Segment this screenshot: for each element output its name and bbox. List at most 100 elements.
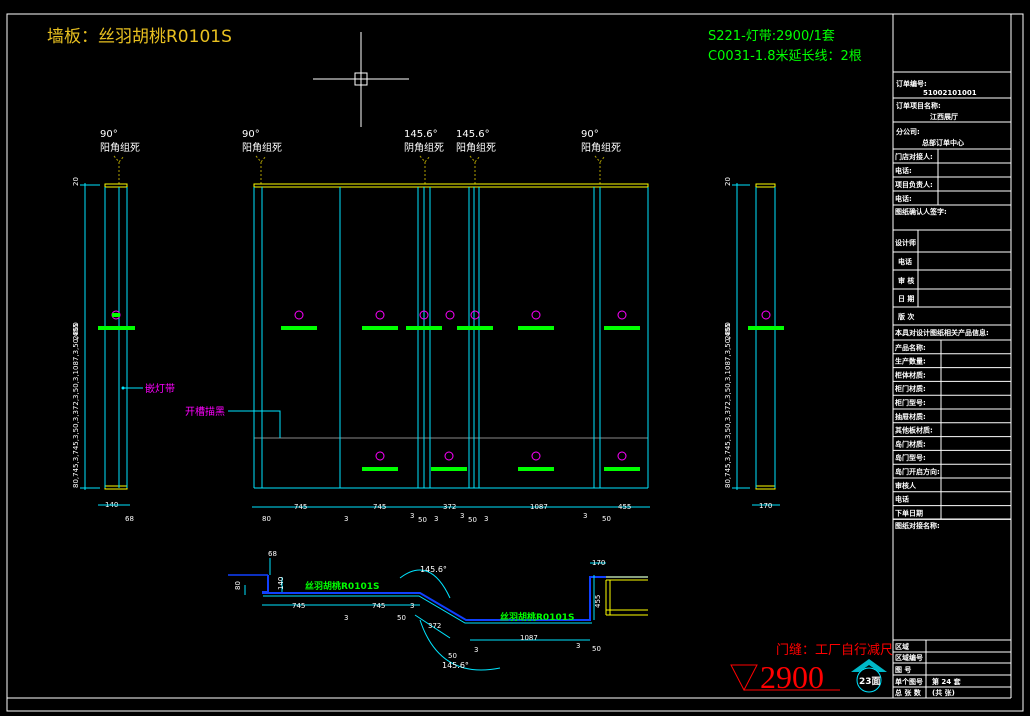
corner-label: 阳角组死 [100, 141, 140, 154]
dim-value: 1087 [530, 503, 548, 511]
tb-label: 审 核 [898, 276, 914, 285]
dim-value: 372 [428, 622, 441, 630]
tb-label: 设计师 [895, 238, 916, 247]
tb-label: 订单项目名称: [896, 101, 941, 110]
tb-product-label: 岛门开启方向: [895, 467, 940, 476]
dim-left-panel-depth: 68 [125, 515, 134, 523]
callout-light-strip: 嵌灯带 [145, 383, 175, 395]
corner-label: 阴角组死 [404, 141, 444, 154]
dim-value: 3 [410, 602, 414, 610]
dim-value: 3 [410, 512, 414, 520]
tb-product-label: 岛门材质: [895, 439, 926, 448]
dim-value: 80 [262, 515, 271, 523]
tb-product-label: 抽屉材质: [895, 412, 926, 421]
tb-order-no: 51002101001 [923, 89, 977, 97]
tb-label: 门店对接人: [895, 152, 933, 161]
outer-frame [6, 13, 1024, 712]
dim-value: 745 [294, 503, 307, 511]
tb-label: 图纸确认人签字: [895, 207, 947, 216]
left-side-elevation[interactable] [80, 183, 143, 490]
dim-value: 50 [602, 515, 611, 523]
corner-angle: 90° [100, 129, 118, 140]
tb-label: 区域 [895, 642, 909, 651]
tb-label: 订单编号: [896, 79, 927, 88]
tb-product-label: 柜体材质: [894, 370, 926, 379]
tb-label: 本具对设计图纸相关产品信息: [894, 328, 989, 337]
dim-value: 745 [373, 503, 386, 511]
face-marker-icon[interactable] [851, 659, 887, 693]
tb-label: 项目负责人: [895, 180, 933, 189]
tb-label: 图纸对接名称: [895, 521, 940, 530]
corner-angle: 145.6° [404, 129, 438, 140]
door-gap-note: 门缝：工厂自行减尺 [776, 643, 893, 658]
right-side-elevation[interactable] [732, 183, 784, 506]
corner-angle: 90° [581, 129, 599, 140]
dim-value: 50 [592, 645, 601, 653]
tb-label: 区域编号 [895, 653, 923, 662]
dim-value: 140 [277, 577, 285, 590]
drawing-title: 墙板：丝羽胡桃R0101S [47, 27, 232, 47]
dim-right-panel: 170 [759, 502, 772, 510]
note-extension-cord: C0031-1.8米延长线：2根 [708, 49, 862, 64]
tb-sheet-no: 第 24 套 [932, 677, 962, 686]
dim-value: 50 [468, 516, 477, 524]
tb-total: (共 张) [932, 688, 955, 697]
dim-value: 3 [474, 646, 478, 654]
plan-material-label: 丝羽胡桃R0101S [500, 611, 574, 623]
tb-product-label: 其他板材质: [895, 426, 933, 435]
plan-dimensions: 68 140 80 745 745 3 3 50 372 50 3 1087 3… [234, 550, 605, 670]
tb-project: 江西展厅 [930, 112, 958, 121]
tb-label: 日 期 [898, 294, 914, 303]
tb-label: 版 次 [898, 312, 914, 321]
tb-branch: 总部订单中心 [922, 138, 964, 147]
tb-label: 分公司: [896, 127, 920, 136]
angle-value: 145.6° [442, 661, 469, 670]
dim-value: 3 [484, 515, 488, 523]
crosshair-cursor-icon [313, 32, 409, 127]
dim-value: 3 [434, 515, 438, 523]
title-block-text: 订单编号: 51002101001 订单项目名称: 江西展厅 分公司: 总部订单… [894, 79, 989, 337]
level-value: 2900 [760, 659, 824, 695]
tb-product-label: 生产数量: [895, 357, 926, 366]
leader-lines [113, 155, 606, 185]
tb-label: 总 张 数 [895, 688, 922, 697]
corner-label: 阳角组死 [581, 141, 621, 154]
tb-label: 电话 [898, 257, 912, 266]
tb-product-label: 下单日期 [895, 508, 923, 517]
dim-bottom-right: 80,745,3,745,3,50,3,372,3,50,3,1087,3,50… [724, 323, 732, 488]
dim-value: 3 [344, 614, 348, 622]
callout-groove: 开槽描黑 [185, 405, 225, 418]
plan-view[interactable] [228, 558, 648, 671]
dim-value: 455 [594, 595, 602, 608]
dim-value: 745 [292, 602, 305, 610]
corner-labels: 90° 阳角组死 90° 阳角组死 145.6° 阴角组死 145.6° 阳角组… [100, 129, 621, 154]
dim-value: 455 [618, 503, 631, 511]
dim-value: 3 [583, 512, 587, 520]
note-light-strip: S221-灯带:2900/1套 [708, 28, 835, 44]
dim-value: 3 [576, 642, 580, 650]
tb-product-label: 电话 [895, 495, 909, 504]
tb-label: 图 号 [895, 665, 911, 674]
main-elevation[interactable] [228, 183, 649, 489]
tb-label: 单个图号 [895, 677, 923, 686]
dim-bottom-left: 80,745,3,745,3,50,3,372,3,50,3,1087,3,50… [72, 323, 80, 488]
dim-value: 50 [448, 652, 457, 660]
light-fixtures-lower [362, 451, 640, 471]
dim-value: 170 [592, 559, 605, 567]
dim-value: 372 [443, 503, 456, 511]
tb-label: 电话: [895, 194, 912, 203]
dim-top-right: 20 [724, 177, 732, 186]
dim-height-left: 2860 [72, 322, 80, 340]
tb-product-label: 审核人 [895, 481, 917, 490]
tb-label: 电话: [895, 166, 912, 175]
dim-value: 3 [460, 512, 464, 520]
dim-value: 50 [397, 614, 406, 622]
dim-value: 50 [418, 516, 427, 524]
dim-value: 1087 [520, 634, 538, 642]
angle-value: 145.6° [420, 565, 447, 574]
title-block [893, 71, 1011, 698]
dim-value: 745 [372, 602, 385, 610]
bottom-dimensions: 80 745 3 745 3 50 3 372 3 50 3 1087 3 50… [262, 503, 631, 524]
face-marker-label: 23面 [859, 676, 881, 687]
